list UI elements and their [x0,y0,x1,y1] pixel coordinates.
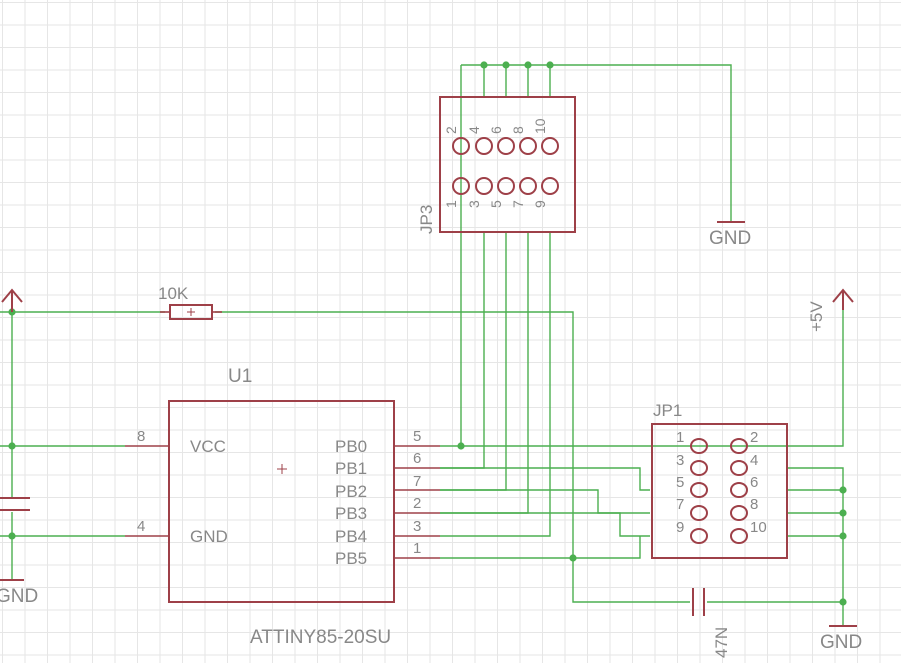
svg-text:6: 6 [488,126,504,134]
svg-text:10: 10 [532,118,548,134]
wire-pb2-jp1 [440,489,650,514]
junction-dot [8,532,16,540]
svg-text:8: 8 [137,428,145,445]
vcc-right-label: +5V [807,301,826,332]
svg-text:9: 9 [676,519,684,536]
jp1-pin-numbers-right: 2 4 6 8 10 [750,429,767,536]
jp1-body [651,423,788,559]
capacitor-value-label: 47N [712,627,731,658]
supply-left-vcc[interactable] [1,288,23,312]
junction-dot [839,532,847,540]
wire-jp1-gnd-rail [788,467,844,626]
svg-text:5: 5 [676,474,684,491]
junction-dot [457,442,465,450]
u1-body [168,400,395,603]
supply-gnd-jp3[interactable]: GND [709,221,751,249]
svg-text:GND: GND [190,527,228,546]
jp3-name-label: JP3 [417,205,436,234]
jp3-pads-bottom [452,177,559,195]
capacitor-47n[interactable]: 47N [692,588,731,658]
svg-text:6: 6 [413,450,421,467]
supply-left-gnd[interactable]: GND [0,579,38,607]
svg-text:PB1: PB1 [335,459,367,478]
svg-text:7: 7 [413,473,421,490]
jp1-pin-numbers-left: 1 3 5 7 9 [676,429,684,536]
svg-text:PB3: PB3 [335,504,367,523]
supply-vcc-right[interactable]: +5V [807,288,854,332]
svg-text:2: 2 [443,126,459,134]
u1-pin-numbers: 8 4 5 6 7 2 3 1 [137,428,421,557]
wire-pb5-jp1 [440,536,641,559]
svg-text:1: 1 [676,429,684,446]
jp3-pin-numbers-top: 2 4 6 8 10 [443,118,548,134]
svg-text:7: 7 [510,200,526,208]
wire-jp3-pin3 [440,232,485,469]
svg-text:1: 1 [413,540,421,557]
svg-text:1: 1 [443,200,459,208]
svg-text:2: 2 [750,429,758,446]
svg-text:3: 3 [466,200,482,208]
wire-jp3-even-pins [483,65,551,97]
jp3-pads-top [452,137,559,155]
wire-left-vcc-stub [0,311,12,537]
junction-dot [839,486,847,494]
junction-dot [839,509,847,517]
junction-dot [839,598,847,606]
jp1-pads-left [690,438,708,544]
svg-text:4: 4 [750,452,758,469]
svg-text:2: 2 [413,495,421,512]
svg-text:PB0: PB0 [335,437,367,456]
u1-value-label: ATTINY85-20SU [250,627,391,648]
svg-text:8: 8 [750,496,758,513]
jp3-body [439,96,576,233]
junction-dot [502,61,510,69]
svg-text:PB4: PB4 [335,527,367,546]
junction-dot [8,442,16,450]
jp1-pads-right [730,438,748,544]
wire-jp3-pin5 [440,232,507,491]
gnd-jp3-label: GND [709,228,751,249]
junction-dot [480,61,488,69]
gnd-left-label: GND [0,586,38,607]
u1-attiny85[interactable]: U1 ATTINY85-20SU VCC GND PB0 PB1 PB2 PB3… [125,366,440,648]
svg-text:VCC: VCC [190,437,226,456]
jp3-header[interactable]: 2 4 6 8 10 1 3 5 7 9 JP3 [417,96,576,234]
wire-pb3-jp1 [440,512,650,537]
wire-jp3-pin9 [440,232,551,537]
junction-dot [546,61,554,69]
svg-text:10: 10 [750,519,767,536]
jp1-name-label: JP1 [653,401,682,420]
wire-pb0-jp1 [440,310,844,447]
resistor-10k[interactable]: 10K [158,284,222,320]
svg-text:7: 7 [676,496,684,513]
u1-name-label: U1 [228,366,252,387]
resistor-body [169,304,213,320]
jp1-header[interactable]: 1 3 5 7 9 2 4 6 8 10 JP1 [651,401,788,559]
svg-text:3: 3 [413,518,421,535]
svg-text:5: 5 [488,200,504,208]
svg-text:3: 3 [676,452,684,469]
junctions [8,61,847,606]
junction-dot [569,554,577,562]
resistor-value-label: 10K [158,284,189,303]
wire-jp3-gnd-bus [461,64,732,222]
svg-text:8: 8 [510,126,526,134]
wire-reset-pullup [12,311,690,603]
svg-text:PB2: PB2 [335,482,367,501]
svg-text:9: 9 [532,200,548,208]
capacitor-left[interactable] [0,497,30,511]
wires [0,64,844,626]
svg-text:4: 4 [466,126,482,134]
svg-text:PB5: PB5 [335,549,367,568]
supply-gnd-right[interactable]: GND [820,625,862,653]
gnd-right-label: GND [820,632,862,653]
wire-pb1-jp1 [440,467,650,491]
svg-text:6: 6 [750,474,758,491]
u1-pin-names: VCC GND PB0 PB1 PB2 PB3 PB4 PB5 [190,437,367,568]
junction-dot [524,61,532,69]
jp3-pin-numbers-bottom: 1 3 5 7 9 [443,200,548,208]
svg-text:4: 4 [137,518,145,535]
svg-text:5: 5 [413,428,421,445]
